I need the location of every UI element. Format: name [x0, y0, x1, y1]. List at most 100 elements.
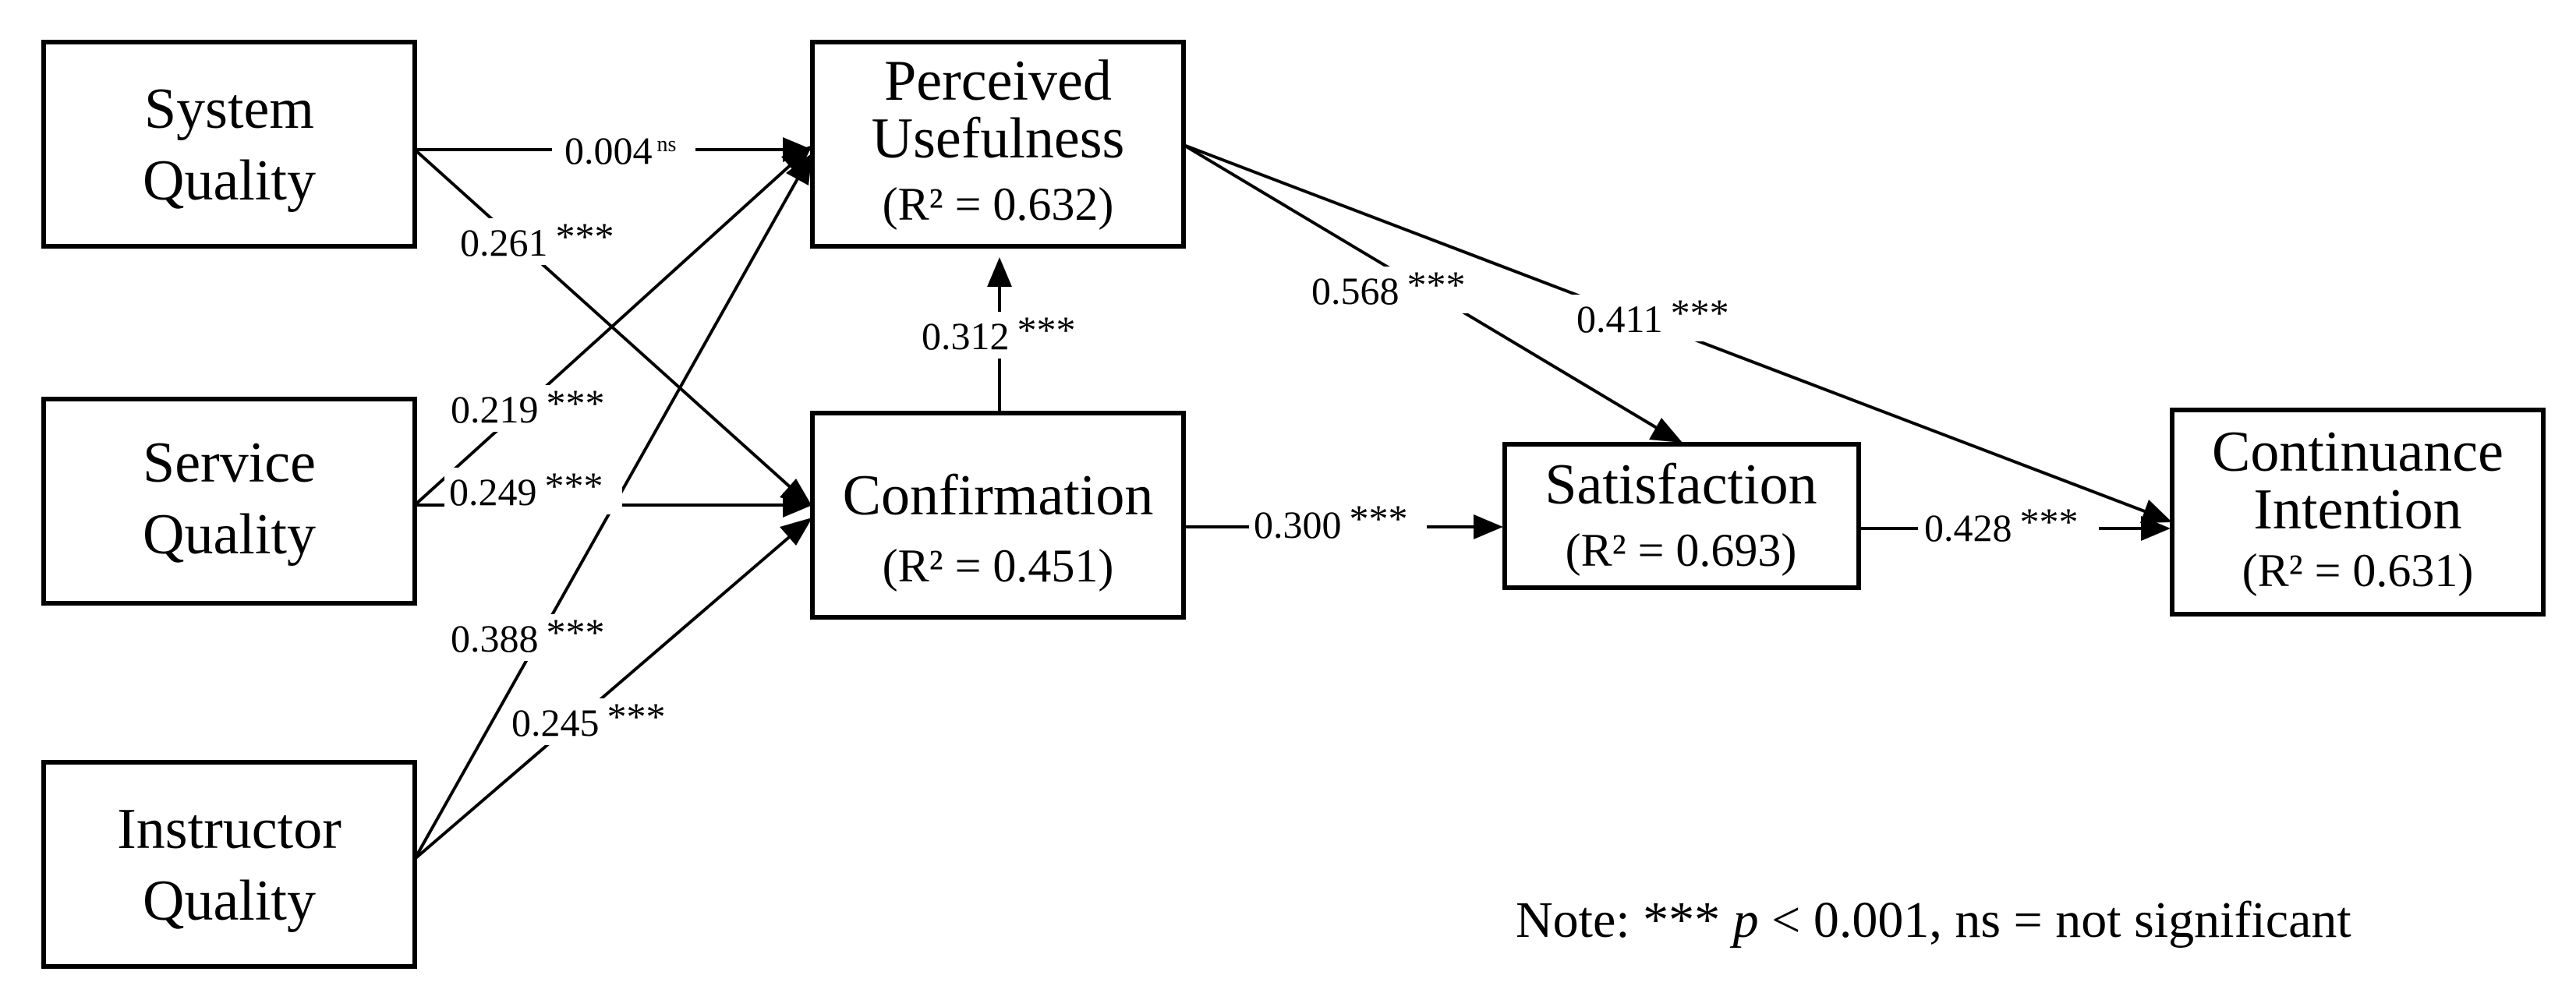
coefficient-value: 0.568 — [1311, 269, 1399, 313]
path-coefficient: 0.411*** — [1576, 291, 1729, 341]
path-coefficient: 0.388*** — [451, 610, 605, 660]
node-continuance-intention: Continuance Intention (R² = 0.631) — [2170, 408, 2546, 617]
node-box — [2170, 408, 2546, 617]
path-label-background — [444, 468, 622, 514]
path-label-background — [1307, 267, 1484, 313]
path-label-background — [1918, 504, 2099, 550]
path-label-system-quality-to-confirmation: 0.261*** — [455, 214, 632, 265]
arrowhead-perceived-usefulness-to-satisfaction — [1649, 418, 1683, 443]
arrowhead-confirmation-to-perceived-usefulness — [987, 257, 1012, 287]
path-label-background — [446, 614, 624, 661]
note-prefix: Note: *** — [1516, 892, 1733, 949]
node-satisfaction: Satisfaction (R² = 0.693) — [1502, 442, 1861, 590]
node-box — [810, 40, 1186, 249]
coefficient-value: 0.428 — [1924, 506, 2012, 549]
significance-marker: *** — [547, 610, 605, 654]
path-label-instructor-quality-to-perceived-usefulness: 0.388*** — [446, 610, 624, 661]
r-squared-value: (R² = 0.631) — [2242, 545, 2474, 596]
edge-system-quality-to-confirmation — [413, 148, 795, 492]
arrowhead-perceived-usefulness-to-continuance-intention — [2140, 500, 2172, 523]
arrowhead-instructor-quality-to-confirmation — [780, 518, 812, 546]
path-coefficient: 0.245*** — [511, 694, 666, 744]
coefficient-value: 0.312 — [922, 314, 1010, 358]
coefficient-value: 0.411 — [1576, 297, 1663, 341]
note-p-symbol: p — [1730, 892, 1759, 949]
node-label-line-1: Confirmation — [843, 464, 1154, 528]
nodes: System Quality Service Quality Instructo… — [41, 40, 2546, 969]
edge-instructor-quality-to-confirmation — [413, 532, 794, 860]
node-box — [41, 760, 417, 969]
node-label-line-1: Continuance — [2212, 420, 2503, 484]
coefficient-value: 0.249 — [449, 470, 537, 514]
path-label-background — [446, 385, 624, 432]
significance-note: Note: *** p < 0.001, ns = not significan… — [1516, 892, 2351, 949]
node-perceived-usefulness: Perceived Usefulness (R² = 0.632) — [810, 40, 1186, 249]
significance-marker: *** — [1350, 496, 1408, 540]
r-squared-value: (R² = 0.693) — [1566, 525, 1797, 576]
coefficient-value: 0.300 — [1254, 503, 1342, 546]
arrowhead-service-quality-to-perceived-usefulness — [781, 145, 812, 175]
r-squared-value: (R² = 0.632) — [883, 178, 1114, 230]
note-suffix: < 0.001, ns = not significant — [1759, 892, 2351, 949]
path-label-instructor-quality-to-confirmation: 0.245*** — [507, 694, 685, 745]
path-label-satisfaction-to-continuance-intention: 0.428*** — [1918, 500, 2099, 550]
path-coefficient: 0.219*** — [451, 381, 605, 431]
node-label-line-2: Quality — [143, 869, 316, 933]
path-label-background — [507, 698, 685, 745]
significance-marker: *** — [1017, 308, 1076, 352]
path-coefficient: 0.249*** — [449, 464, 603, 514]
path-label-confirmation-to-satisfaction: 0.300*** — [1249, 496, 1427, 547]
node-instructor-quality: Instructor Quality — [41, 760, 417, 969]
node-box — [41, 40, 417, 249]
node-box — [810, 411, 1186, 620]
r-squared-value: (R² = 0.451) — [883, 540, 1114, 592]
path-label-background — [1572, 295, 1750, 341]
edge-instructor-quality-to-perceived-usefulness — [413, 174, 801, 860]
significance-marker: ns — [657, 132, 677, 157]
path-label-confirmation-to-perceived-usefulness: 0.312*** — [917, 308, 1095, 359]
coefficient-value: 0.388 — [451, 617, 539, 660]
path-label-background — [917, 312, 1095, 359]
path-coefficient: 0.568*** — [1311, 263, 1466, 313]
node-label-line-2: Usefulness — [872, 107, 1125, 171]
node-box — [41, 397, 417, 606]
path-coefficient: 0.312*** — [922, 308, 1076, 358]
significance-marker: *** — [607, 694, 666, 738]
path-label-background — [455, 218, 632, 265]
path-label-background — [1249, 500, 1427, 547]
coefficient-value: 0.219 — [451, 387, 539, 431]
node-label-line-2: Quality — [143, 149, 316, 213]
path-label-perceived-usefulness-to-continuance-intention: 0.411*** — [1572, 291, 1750, 341]
node-label-line-1: Satisfaction — [1545, 453, 1817, 517]
node-label-line-1: Instructor — [117, 797, 341, 861]
coefficient-value: 0.245 — [511, 701, 600, 744]
arrowhead-confirmation-to-satisfaction — [1474, 514, 1503, 539]
node-label-line-2: Quality — [143, 503, 316, 567]
path-coefficient: 0.300*** — [1254, 496, 1408, 546]
path-label-background — [552, 125, 695, 173]
node-label-line-2: Intention — [2253, 478, 2461, 542]
node-box — [1502, 442, 1861, 590]
arrowhead-service-quality-to-confirmation — [783, 493, 812, 518]
edges — [413, 137, 2172, 860]
significance-marker: *** — [545, 464, 603, 507]
node-service-quality: Service Quality — [41, 397, 417, 606]
edge-service-quality-to-perceived-usefulness — [413, 161, 795, 507]
path-label-service-quality-to-perceived-usefulness: 0.219*** — [446, 381, 624, 432]
node-system-quality: System Quality — [41, 40, 417, 249]
significance-marker: *** — [1671, 291, 1729, 334]
coefficient-value: 0.261 — [460, 221, 548, 264]
arrowhead-instructor-quality-to-perceived-usefulness — [786, 153, 812, 186]
significance-marker: *** — [2020, 500, 2079, 543]
significance-marker: *** — [547, 381, 605, 425]
node-label-line-1: System — [144, 77, 314, 141]
node-confirmation: Confirmation (R² = 0.451) — [810, 411, 1186, 620]
significance-marker: *** — [556, 214, 614, 258]
path-coefficient: 0.261*** — [460, 214, 614, 264]
path-coefficient: 0.428*** — [1924, 500, 2079, 549]
node-label-line-1: Perceived — [884, 49, 1112, 113]
